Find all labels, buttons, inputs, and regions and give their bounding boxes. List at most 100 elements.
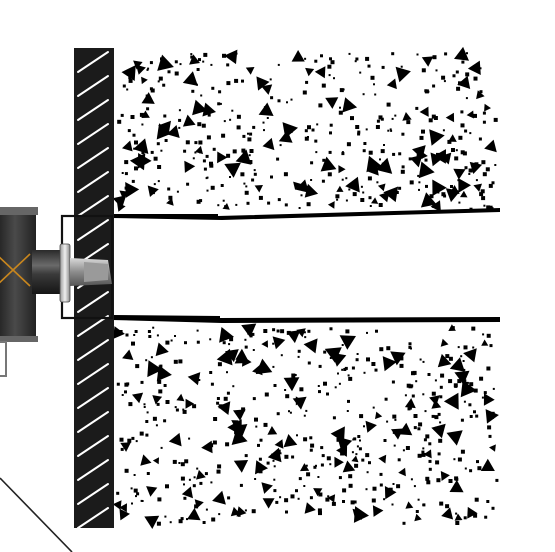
speckle <box>366 471 369 474</box>
speckle <box>224 205 227 208</box>
speckle <box>180 462 185 467</box>
speckle <box>119 503 127 513</box>
speckle <box>251 332 255 336</box>
speckle <box>331 352 347 367</box>
speckle <box>296 434 298 437</box>
speckle <box>327 495 330 498</box>
speckle <box>168 432 182 447</box>
speckle <box>198 379 201 381</box>
speckle <box>220 497 224 501</box>
speckle <box>482 333 485 336</box>
speckle <box>129 153 146 171</box>
speckle <box>374 93 377 96</box>
speckle <box>157 80 160 83</box>
speckle <box>326 456 331 461</box>
speckle <box>491 411 495 415</box>
speckle <box>489 444 496 452</box>
speckle <box>119 437 124 442</box>
speckle <box>252 125 256 129</box>
speckle <box>269 78 272 81</box>
speckle <box>150 88 155 93</box>
speckle <box>270 96 274 100</box>
speckle <box>415 380 418 383</box>
speckle <box>116 382 120 386</box>
speckle <box>448 479 453 483</box>
speckle <box>336 185 344 192</box>
speckle <box>479 67 482 70</box>
speckle <box>196 199 201 204</box>
speckle <box>248 154 251 157</box>
speckle <box>158 389 163 394</box>
speckle <box>341 152 345 156</box>
speckle <box>482 111 486 115</box>
speckle <box>140 454 152 466</box>
speckle <box>192 99 208 116</box>
speckle <box>272 336 286 350</box>
speckle <box>405 501 414 509</box>
speckle <box>486 205 491 210</box>
speckle <box>434 415 439 420</box>
speckle <box>483 204 486 207</box>
speckle <box>314 59 318 63</box>
speckle <box>291 50 305 62</box>
speckle <box>437 452 441 456</box>
speckle <box>178 359 183 364</box>
hatch-line <box>77 363 109 385</box>
speckle <box>325 497 330 502</box>
speckle <box>196 340 200 344</box>
speckle <box>419 106 429 117</box>
speckle <box>178 118 182 122</box>
speckle <box>310 179 313 181</box>
speckle <box>134 166 138 171</box>
speckle <box>419 135 424 140</box>
speckle <box>307 329 311 333</box>
speckle <box>388 487 393 492</box>
speckle <box>484 139 497 153</box>
speckle <box>272 328 276 332</box>
speckle <box>488 434 492 438</box>
speckle <box>205 508 208 511</box>
speckle <box>303 437 308 442</box>
speckle <box>345 177 348 180</box>
speckle <box>187 372 201 386</box>
speckle <box>124 160 129 165</box>
speckle <box>383 186 399 203</box>
hatch-line <box>77 387 109 409</box>
speckle <box>168 195 173 200</box>
hatch-line <box>77 75 109 97</box>
speckle <box>290 494 295 499</box>
speckle <box>293 181 302 190</box>
speckle <box>194 499 204 509</box>
speckle <box>262 137 275 151</box>
speckle <box>174 335 176 337</box>
speckle <box>199 150 202 154</box>
speckle <box>198 58 201 62</box>
speckle <box>415 106 419 110</box>
speckle <box>322 158 326 162</box>
speckle <box>486 366 491 371</box>
speckle <box>339 88 344 93</box>
speckle <box>243 359 247 364</box>
speckle <box>484 515 488 519</box>
speckle <box>371 197 379 204</box>
hatch-line <box>77 291 109 313</box>
speckle <box>488 205 493 210</box>
speckle <box>284 203 288 207</box>
speckle <box>417 427 421 431</box>
speckle <box>155 342 169 357</box>
speckle <box>445 354 450 359</box>
speckle <box>460 380 477 398</box>
speckle <box>368 150 373 155</box>
speckle <box>338 165 346 174</box>
speckle <box>136 64 146 75</box>
speckle <box>454 513 463 521</box>
speckle <box>147 360 163 378</box>
speckle <box>445 504 450 509</box>
speckle <box>463 345 468 350</box>
speckle <box>413 414 418 418</box>
speckle <box>272 459 275 462</box>
speckle <box>460 123 465 128</box>
speckle <box>254 478 257 480</box>
speckle <box>376 181 379 184</box>
speckle <box>132 133 136 137</box>
